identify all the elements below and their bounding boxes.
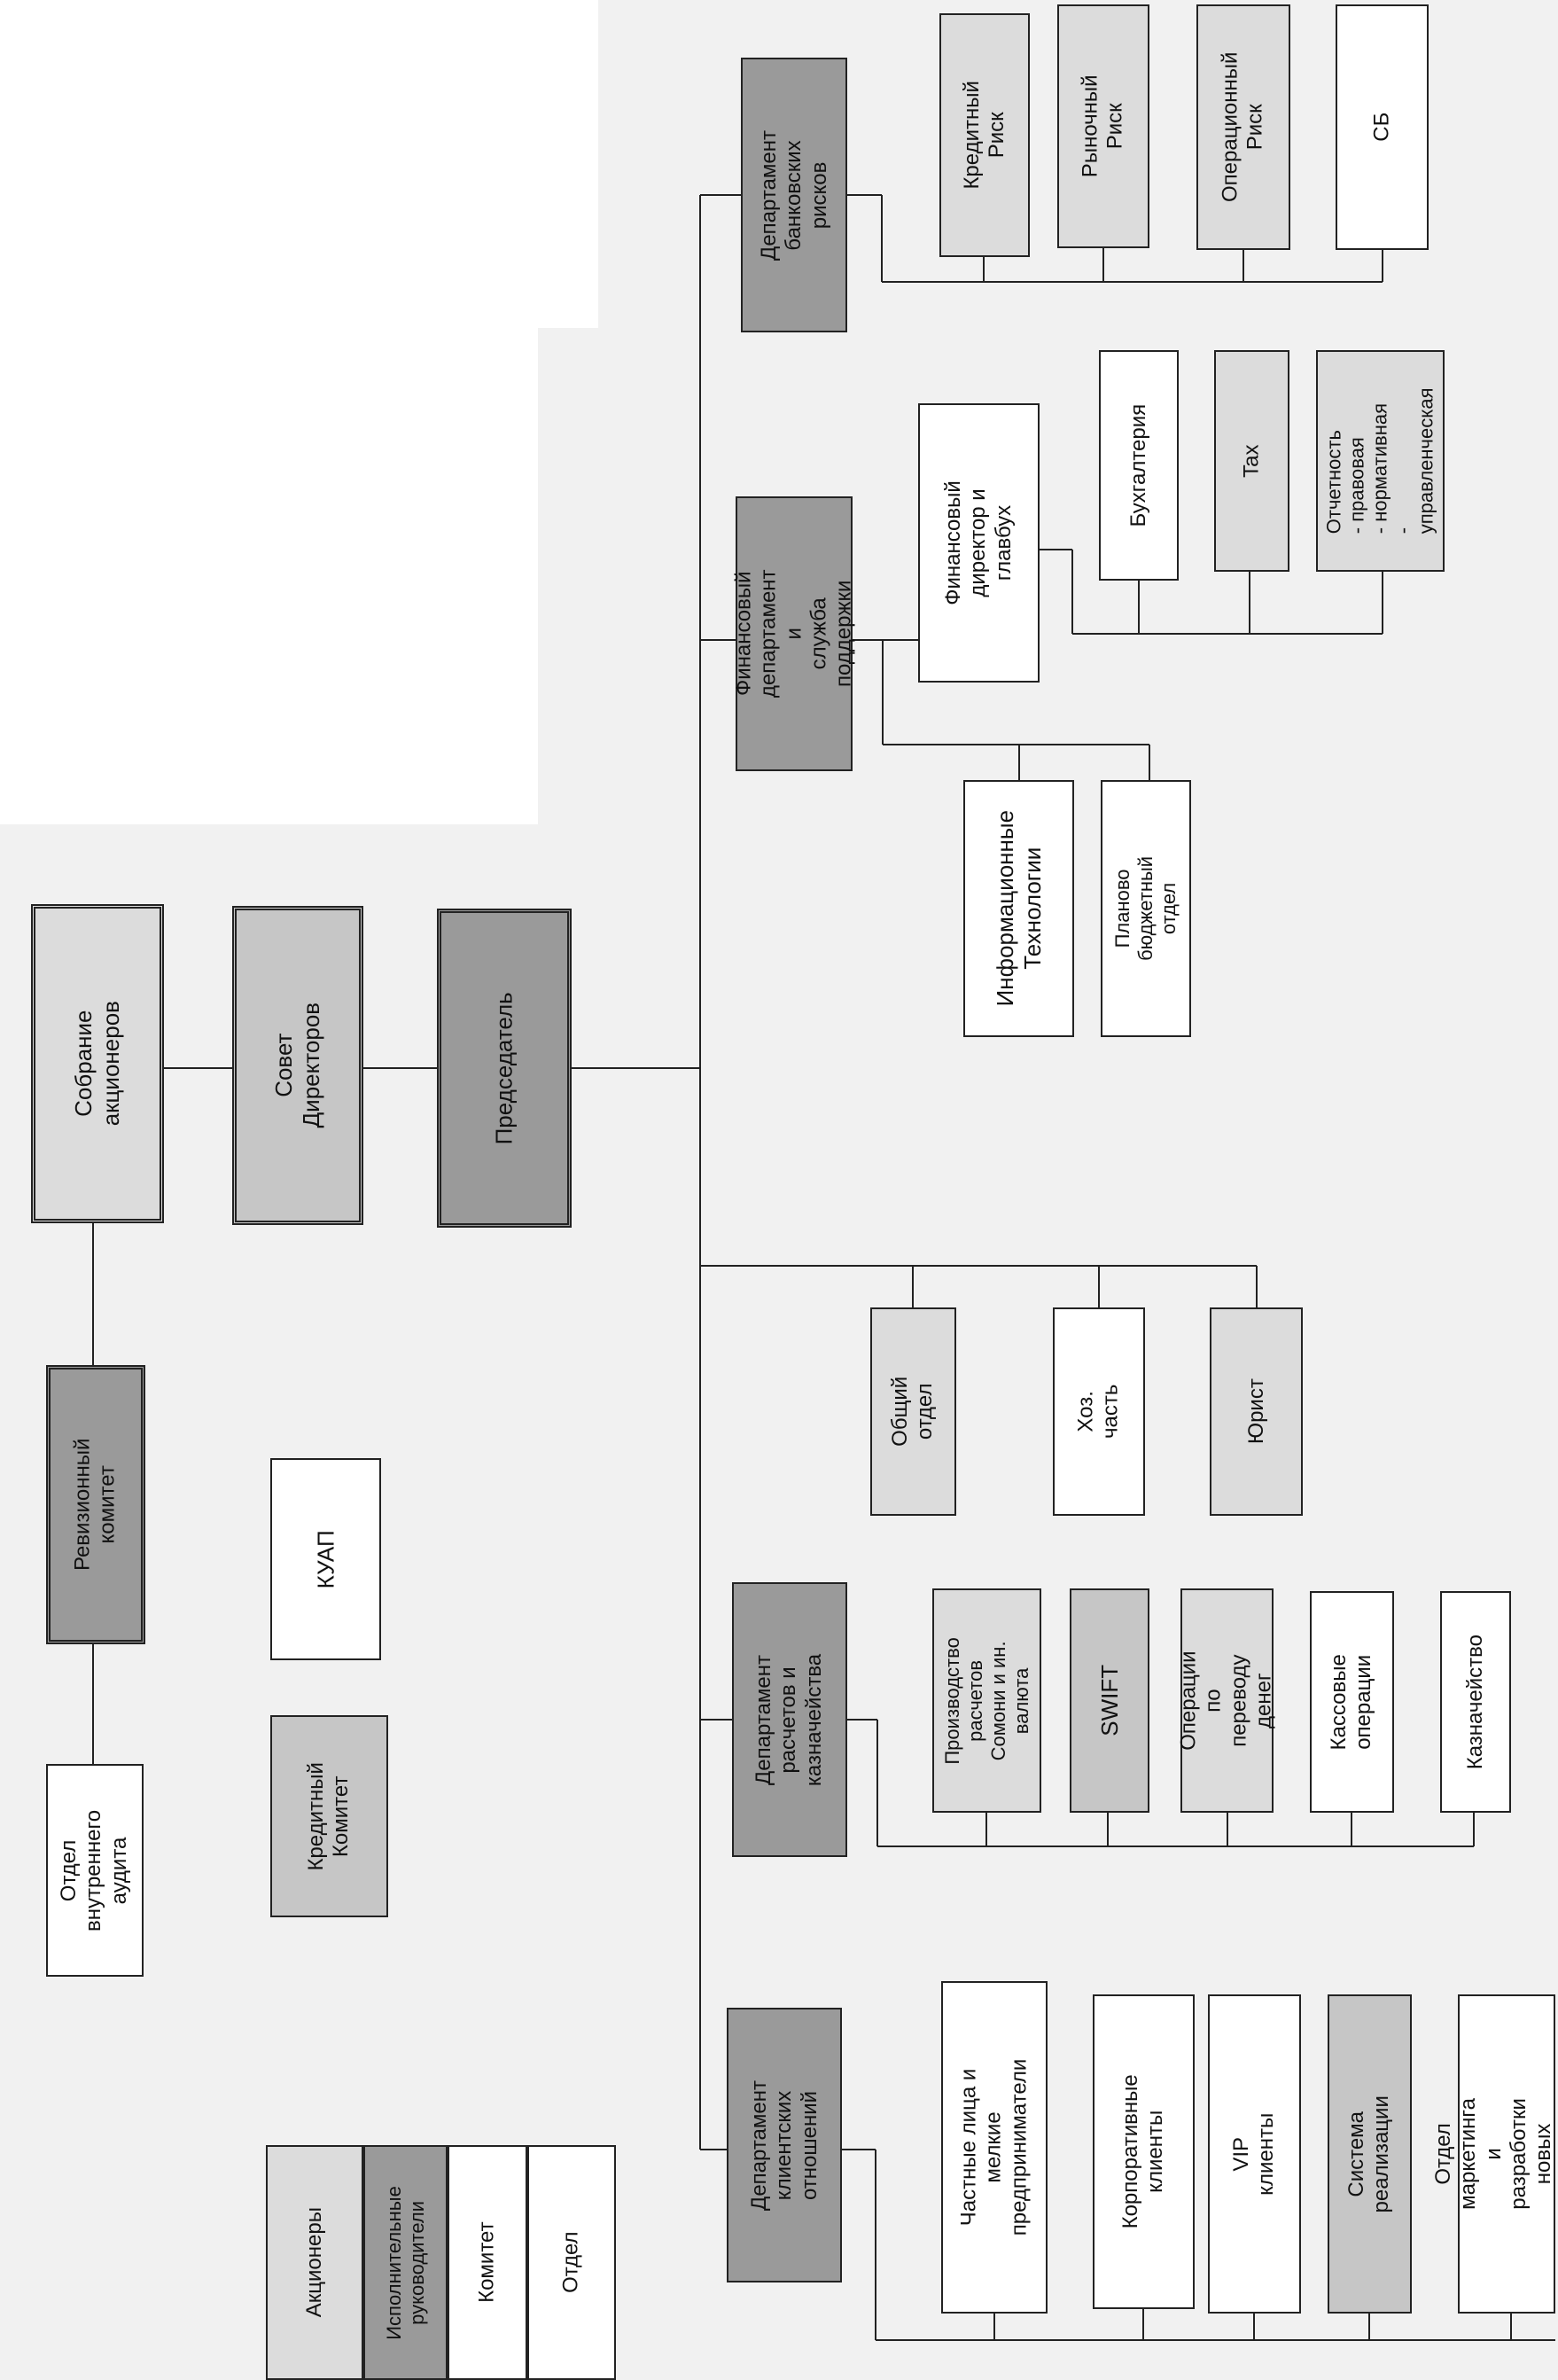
- operational-risk-label: Операционный Риск: [1218, 51, 1267, 203]
- market-risk-label: Рыночный Риск: [1078, 74, 1127, 178]
- general-dept-label: Общий отдел: [888, 1377, 938, 1447]
- client-relations-dept-label: Департамент клиентских отношений: [746, 2080, 822, 2211]
- audit-committee-box: Ревизионный комитет: [46, 1365, 145, 1644]
- it-label: Информационные Технологии: [991, 810, 1046, 1007]
- maintenance-label: Хоз. часть: [1073, 1384, 1123, 1440]
- chairman-label: Председатель: [490, 991, 518, 1145]
- security-service-label: СБ: [1369, 112, 1394, 143]
- market-risk-box: Рыночный Риск: [1057, 4, 1149, 248]
- legend-committee: Комитет: [448, 2145, 527, 2380]
- settlements-dept-label: Департамент расчетов и казначейства: [752, 1653, 827, 1786]
- legend-executives-label: Исполнительные руководители: [382, 2185, 428, 2340]
- reporting-label: Отчетность - правовая - нормативная - уп…: [1322, 387, 1437, 535]
- reporting-box: Отчетность - правовая - нормативная - уп…: [1316, 350, 1445, 572]
- internal-audit-box: Отдел внутреннего аудита: [46, 1764, 144, 1977]
- finance-dept-label: Финансовый департамент и служба поддержк…: [731, 569, 856, 698]
- security-service-box: СБ: [1336, 4, 1429, 250]
- bank-risks-dept-box: Департамент банковских рисков: [741, 58, 847, 332]
- tax-box: Tax: [1214, 350, 1289, 572]
- credit-risk-box: Кредитный Риск: [939, 13, 1030, 257]
- shareholders-meeting-box: Собрание акционеров: [31, 904, 164, 1223]
- corporate-clients-label: Корпоративные клиенты: [1118, 2074, 1168, 2229]
- lawyer-label: Юрист: [1243, 1378, 1268, 1445]
- chairman-box: Председатель: [437, 909, 572, 1228]
- shareholders-meeting-label: Собрание акционеров: [70, 1001, 124, 1127]
- it-box: Информационные Технологии: [963, 780, 1074, 1037]
- kuap-box: КУАП: [270, 1458, 381, 1660]
- audit-committee-label: Ревизионный комитет: [70, 1438, 121, 1572]
- marketing-dept-box: Отдел маркетинга и разработки новых прод…: [1431, 1994, 1558, 2314]
- corporate-clients-box: Корпоративные клиенты: [1093, 1994, 1195, 2309]
- legend-department: Отдел: [527, 2145, 616, 2380]
- swift-box: SWIFT: [1070, 1588, 1149, 1813]
- general-dept-box: Общий отдел: [870, 1307, 956, 1516]
- lawyer-box: Юрист: [1210, 1307, 1303, 1516]
- vip-clients-box: VIP клиенты: [1208, 1994, 1301, 2314]
- finance-dept-box: Финансовый департамент и служба поддержк…: [731, 496, 855, 771]
- legend-executives: Исполнительные руководители: [363, 2145, 448, 2380]
- individuals-small-business-box: Частные лица и мелкие предприниматели: [941, 1981, 1048, 2314]
- tax-label: Tax: [1239, 444, 1264, 478]
- bank-risks-dept-label: Департамент банковских рисков: [756, 129, 831, 261]
- accounting-box: Бухгалтерия: [1099, 350, 1179, 581]
- money-transfer-box: Операции по переводу денег: [1176, 1588, 1276, 1813]
- treasury-box: Казначейство: [1440, 1591, 1511, 1813]
- client-relations-dept-box: Департамент клиентских отношений: [727, 2008, 842, 2282]
- credit-committee-label: Кредитный Комитет: [304, 1761, 354, 1871]
- credit-risk-label: Кредитный Риск: [959, 81, 1009, 190]
- settlements-production-label: Производство расчетов Сомони и ин. валют…: [940, 1636, 1032, 1765]
- internal-audit-label: Отдел внутреннего аудита: [57, 1809, 132, 1931]
- swift-label: SWIFT: [1095, 1665, 1123, 1736]
- legend-shareholders-label: Акционеры: [301, 2207, 326, 2318]
- settlements-dept-box: Департамент расчетов и казначейства: [732, 1582, 847, 1857]
- cfo-box: Финансовый директор и главбух: [918, 403, 1040, 683]
- vip-clients-label: VIP клиенты: [1229, 2112, 1279, 2196]
- kuap-label: КУАП: [312, 1530, 339, 1588]
- individuals-small-business-label: Частные лица и мелкие предприниматели: [956, 2058, 1032, 2236]
- cash-operations-box: Кассовые операции: [1310, 1591, 1394, 1813]
- sales-system-label: Система реализации: [1344, 2095, 1394, 2213]
- maintenance-box: Хоз. часть: [1053, 1307, 1145, 1516]
- budget-planning-label: Планово бюджетный отдел: [1111, 855, 1180, 961]
- blank-margin-top-mid: [538, 0, 598, 328]
- money-transfer-label: Операции по переводу денег: [1176, 1650, 1276, 1751]
- budget-planning-box: Планово бюджетный отдел: [1101, 780, 1191, 1037]
- cash-operations-label: Кассовые операции: [1327, 1653, 1376, 1751]
- legend-shareholders: Акционеры: [266, 2145, 363, 2380]
- marketing-dept-label: Отдел маркетинга и разработки новых прод…: [1431, 2098, 1558, 2210]
- sales-system-box: Система реализации: [1328, 1994, 1412, 2314]
- legend-department-label: Отдел: [558, 2231, 583, 2294]
- board-of-directors-box: Совет Директоров: [232, 906, 363, 1225]
- blank-margin-top-left: [0, 0, 538, 824]
- legend-committee-label: Комитет: [474, 2221, 499, 2304]
- accounting-label: Бухгалтерия: [1126, 403, 1150, 527]
- cfo-label: Финансовый директор и главбух: [941, 480, 1016, 605]
- credit-committee-box: Кредитный Комитет: [270, 1715, 388, 1917]
- settlements-production-box: Производство расчетов Сомони и ин. валют…: [932, 1588, 1041, 1813]
- operational-risk-box: Операционный Риск: [1196, 4, 1290, 250]
- board-of-directors-label: Совет Директоров: [270, 1003, 325, 1128]
- treasury-label: Казначейство: [1462, 1634, 1487, 1770]
